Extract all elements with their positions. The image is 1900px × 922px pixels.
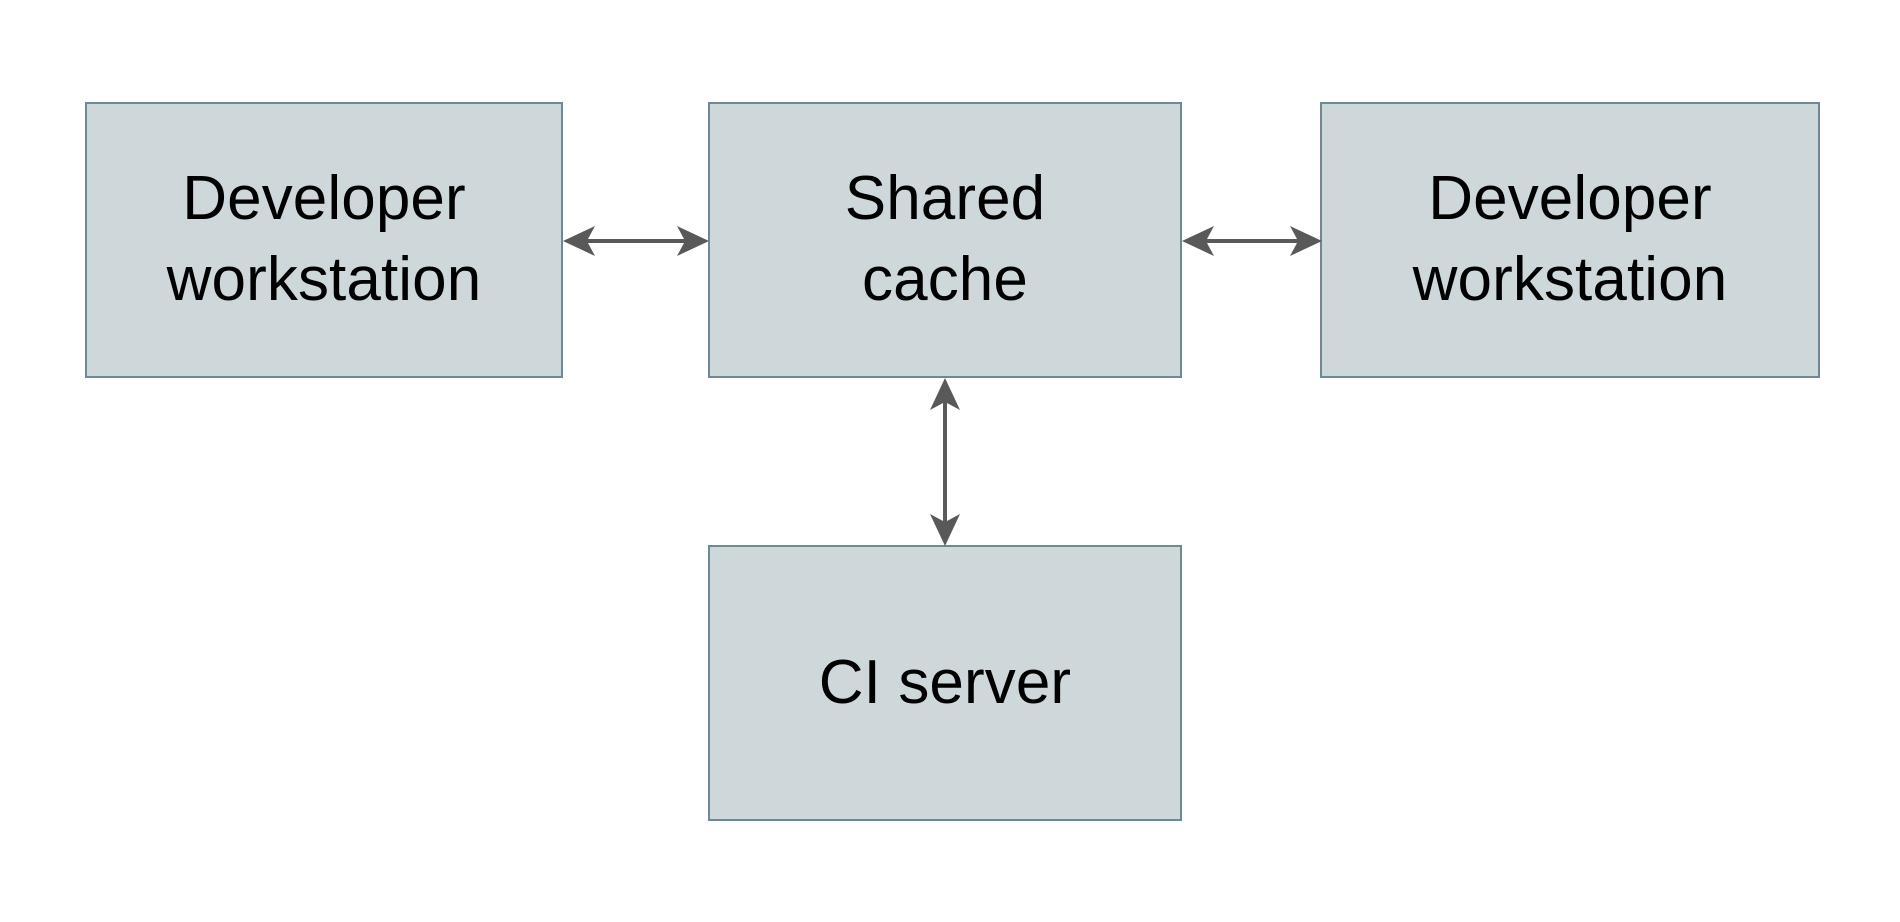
- double-headed-arrow-icon: [1182, 226, 1322, 256]
- node-label: Developer workstation: [166, 164, 482, 314]
- edge-ci-server-to-shared-cache[interactable]: [909, 370, 981, 554]
- node-ci-server[interactable]: CI server: [708, 545, 1182, 821]
- node-label: CI server: [818, 647, 1072, 717]
- node-shared-cache[interactable]: Shared cache: [708, 102, 1182, 378]
- edge-developer-left-to-shared-cache[interactable]: [555, 205, 717, 277]
- node-developer-workstation-left[interactable]: Developer workstation: [85, 102, 563, 378]
- double-headed-arrow-icon: [563, 226, 709, 256]
- node-developer-workstation-right[interactable]: Developer workstation: [1320, 102, 1820, 378]
- node-label: Shared cache: [844, 164, 1046, 314]
- edge-shared-cache-to-developer-right[interactable]: [1174, 205, 1330, 277]
- double-headed-arrow-icon: [930, 378, 960, 546]
- node-label: Developer workstation: [1412, 164, 1728, 314]
